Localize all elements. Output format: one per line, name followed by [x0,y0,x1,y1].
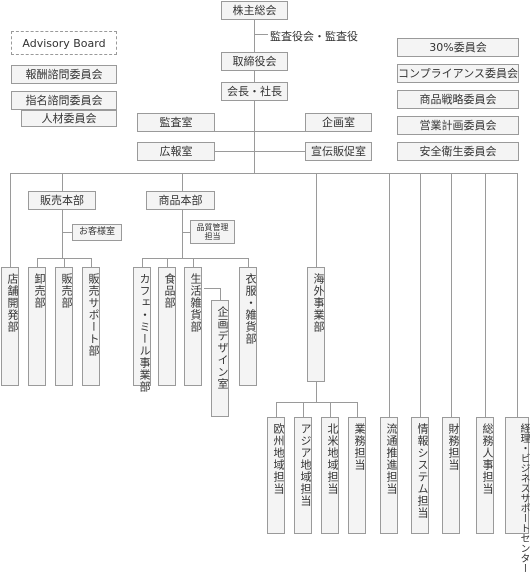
connector-line [10,173,11,267]
connector-line [182,173,183,191]
finance-box: 財務担当 [442,417,460,534]
connector-line [37,258,38,267]
connector-line [142,258,248,259]
connector-line [485,173,486,417]
board-box: 取締役会 [221,52,288,71]
customer-office-box: お客様室 [72,224,122,241]
connector-line [62,232,72,233]
wholesale-box: 卸売部 [28,267,46,386]
connector-line [193,258,194,267]
store-development-box: 店舗開発部 [1,267,19,386]
connector-line [451,173,452,417]
shareholders-box: 株主総会 [221,1,288,20]
nomination-committee-box: 指名諮問委員会 [11,91,117,110]
design-room-box: 企画デザイン室 [211,300,229,417]
europe-box: 欧州地域担当 [267,417,285,534]
connector-line [330,402,331,417]
connector-line [62,210,63,258]
connector-line [276,402,357,403]
connector-line [316,382,317,402]
product-strategy-committee-box: 商品戦略委員会 [397,90,519,109]
cafe-meal-box: カフェ・ミール事業部 [133,267,151,393]
sales-dept-box: 販売部 [55,267,73,386]
connector-line [64,258,65,267]
info-systems-box: 情報システム担当 [411,417,429,534]
connector-line [167,258,168,267]
pr-office-box: 広報室 [137,142,215,161]
business-box: 業務担当 [348,417,366,534]
sales-plan-committee-box: 営業計画委員会 [397,116,519,135]
food-box: 食品部 [158,267,176,386]
merchandise-hq-box: 商品本部 [146,191,215,210]
compliance-committee-box: コンプライアンス委員会 [397,64,519,83]
connector-line [182,210,183,258]
overseas-business-box: 海外事業部 [307,267,325,382]
business-support-box: 経理・ビジネスサポートセンター [505,417,529,573]
clothing-box: 衣服・雑貨部 [239,267,257,386]
safety-health-committee-box: 安全衛生委員会 [397,142,519,161]
thirty-percent-committee-box: 30%委員会 [397,38,519,57]
connector-line [91,258,92,267]
connector-line [316,173,317,267]
connector-line [248,258,249,267]
chairman-president-box: 会長・社長 [221,82,288,101]
connector-line [276,402,277,417]
general-affairs-box: 総務人事担当 [476,417,494,534]
sales-hq-box: 販売本部 [28,191,96,210]
auditors-label: 監査役会・監査役 [268,28,360,44]
connector-line [303,402,304,417]
compensation-committee-box: 報酬諮問委員会 [11,65,117,84]
connector-line [357,402,358,417]
asia-box: アジア地域担当 [294,417,312,534]
quality-control-line1: 品質管理 [196,222,229,232]
connector-line [389,173,390,417]
connector-line [215,131,305,132]
quality-control-box: 品質管理 担当 [190,220,235,244]
hr-committee-box: 人材委員会 [21,110,117,127]
living-goods-box: 生活雑貨部 [184,267,202,386]
connector-line [254,34,268,35]
sales-support-box: 販売サポート部 [82,267,100,386]
connector-line [204,288,220,289]
north-america-box: 北米地域担当 [321,417,339,534]
connector-line [10,173,518,174]
connector-line [517,173,518,417]
connector-line [62,173,63,191]
quality-control-line2: 担当 [204,232,221,241]
advisory-board-box: Advisory Board [11,31,117,55]
audit-office-box: 監査室 [137,113,215,132]
connector-line [182,232,190,233]
connector-line [215,151,305,152]
promotion-office-box: 宣伝販促室 [305,142,372,161]
connector-line [220,288,221,300]
connector-line [142,258,143,267]
connector-line [420,173,421,417]
planning-office-box: 企画室 [305,113,372,132]
distribution-box: 流通推進担当 [380,417,398,534]
